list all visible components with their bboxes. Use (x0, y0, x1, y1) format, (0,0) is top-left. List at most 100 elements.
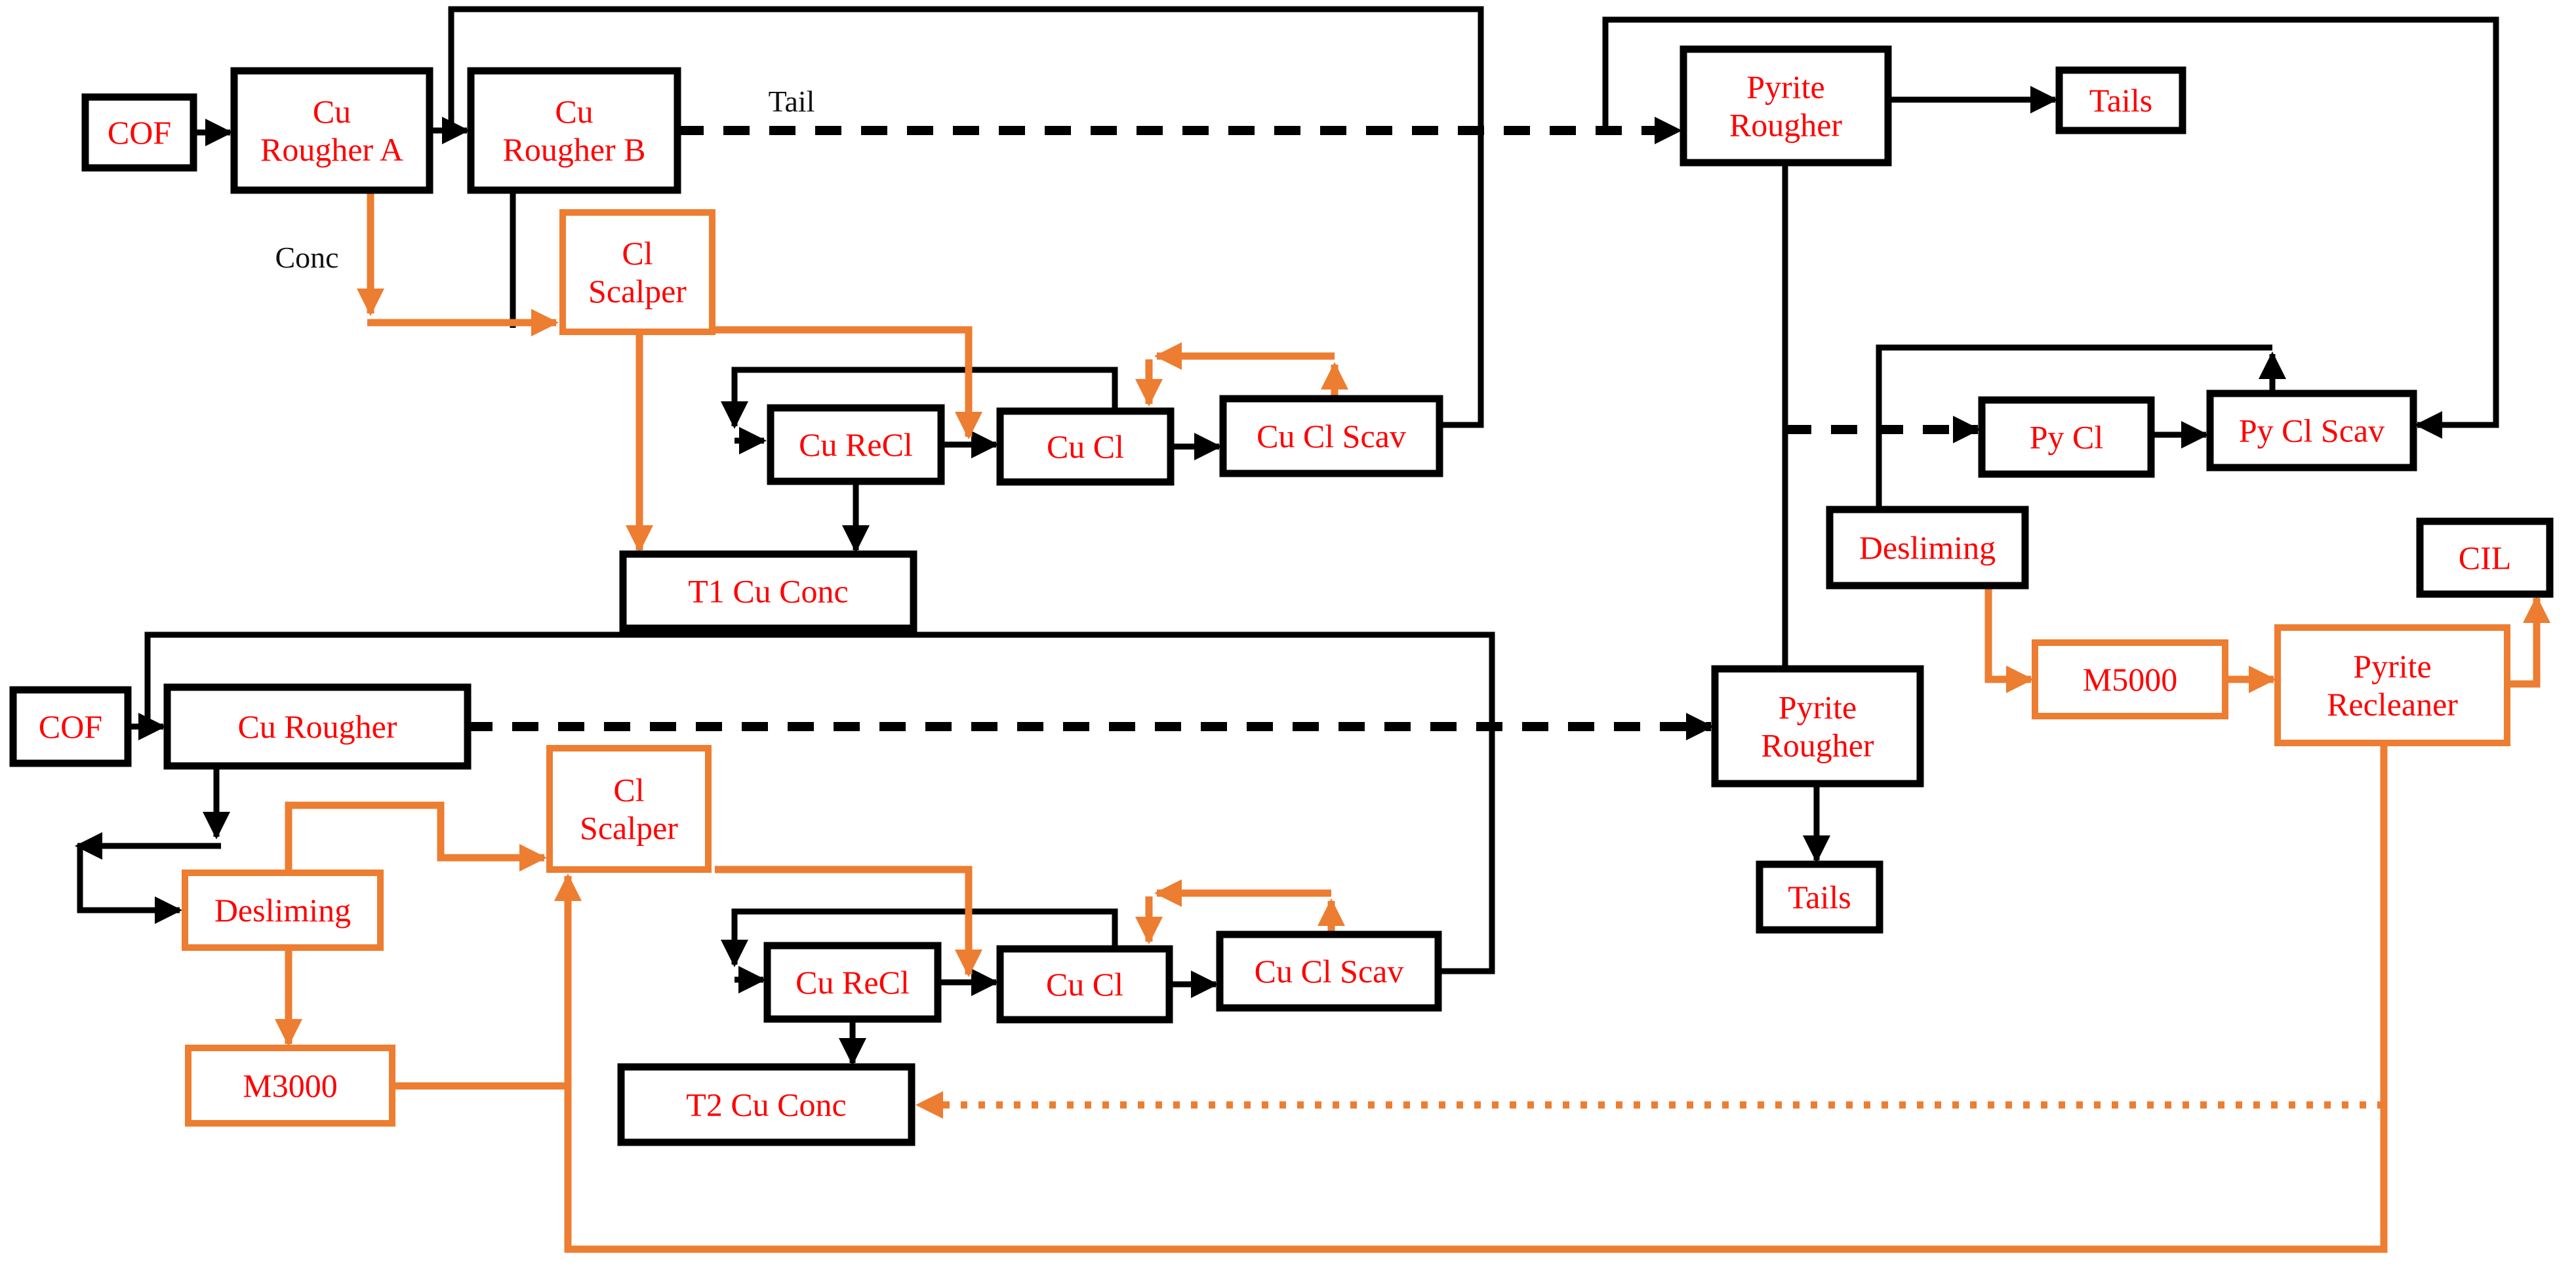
edge-cl-scalper2-right-drop (715, 866, 982, 977)
node-label-cof-2: COF (39, 708, 102, 745)
node-box-cu-recl-1 (767, 404, 945, 485)
edge-desliming1-to-m5000 (1984, 586, 2034, 693)
node-label-cl-scalper-2-line1: Cl (613, 772, 644, 809)
node-label-m3000: M3000 (243, 1068, 337, 1104)
node-label-cu-recl-2: Cu ReCl (795, 964, 910, 1001)
node-box-pyrite-recleaner (2274, 624, 2510, 746)
node-label-cu-cl-2: Cu Cl (1046, 966, 1123, 1003)
node-label-m5000: M5000 (2083, 661, 2177, 698)
node-label-desliming-2: Desliming (214, 892, 351, 929)
node-box-py-cl (1978, 396, 2155, 478)
node-desliming-1: Desliming (1826, 506, 2029, 590)
edge-cu-cl-scav2-recycle-to-rougher2 (144, 631, 1495, 974)
edge-py-cl-scav-to-desliming1 (1876, 344, 2272, 510)
node-label-cil: CIL (2459, 540, 2512, 576)
node-label-py-cl: Py Cl (2030, 419, 2104, 456)
node-tails-2: Tails (1756, 860, 1883, 934)
node-label-tails-1: Tails (2089, 82, 2152, 119)
node-cil: CIL (2416, 517, 2554, 598)
node-box-pyrite-rougher-2 (1711, 665, 1924, 788)
node-label-pyrite-rougher-2-line2: Rougher (1761, 727, 1874, 764)
node-label-cl-scalper-1-line1: Cl (622, 235, 653, 271)
node-box-cu-recl-2 (763, 942, 942, 1023)
node-label-cu-cl-1: Cu Cl (1047, 428, 1124, 465)
node-label-cl-scalper-2-line2: Scalper (580, 810, 678, 847)
edge-pyrite-recleaner-to-cil (2507, 595, 2550, 688)
edges-layer (75, 6, 2550, 1253)
node-box-t2-cu-conc (617, 1063, 916, 1146)
node-label-pyrite-rougher-1-line1: Pyrite (1746, 69, 1824, 106)
node-cu-recl-1: Cu ReCl (767, 404, 945, 485)
annotation-tail-label: Tail (769, 85, 815, 118)
node-label-t1-cu-conc: T1 Cu Conc (688, 573, 848, 610)
edge-conc-to-desliming2 (77, 846, 182, 924)
node-box-cu-cl-scav-1 (1219, 395, 1443, 477)
node-py-cl-scav: Py Cl Scav (2206, 390, 2417, 471)
node-label-pyrite-recleaner-line1: Pyrite (2353, 648, 2431, 685)
edge-cu-cl1-loop-back (721, 367, 1118, 429)
edge-desliming2-to-cl-scalper2 (285, 801, 547, 873)
node-m5000: M5000 (2032, 639, 2228, 719)
node-label-pyrite-recleaner-line2: Recleaner (2327, 686, 2458, 723)
edge-cl-scalper1-right-drop (714, 326, 982, 439)
node-box-pyrite-rougher-1 (1680, 45, 1892, 167)
node-label-pyrite-rougher-2-line1: Pyrite (1779, 689, 1857, 726)
node-cu-cl-1: Cu Cl (996, 407, 1175, 486)
node-box-cof-2 (9, 686, 132, 767)
node-label-cu-rougher-b-line2: Rougher B (502, 131, 645, 168)
edge-cu-cl2-loop-back (721, 908, 1118, 967)
node-cu-cl-scav-2: Cu Cl Scav (1216, 931, 1442, 1012)
node-box-cl-scalper-1 (559, 209, 715, 335)
node-box-cu-rougher-2 (163, 683, 472, 770)
node-box-m5000 (2032, 639, 2228, 719)
node-tails-1: Tails (2055, 66, 2186, 134)
node-label-cof-1: COF (108, 114, 171, 151)
node-label-py-cl-scav: Py Cl Scav (2239, 412, 2385, 449)
edge-cu-cl-scav1-recycle-to-rougher-b (448, 6, 1484, 428)
edge-pyrite-recleaner-bottom-loop (554, 743, 2388, 1253)
node-box-tails-2 (1756, 860, 1883, 934)
node-label-cu-rougher-a-line2: Rougher A (260, 131, 403, 168)
node-label-desliming-1: Desliming (1859, 529, 1996, 566)
node-label-cu-recl-1: Cu ReCl (799, 426, 913, 463)
node-label-cu-cl-scav-2: Cu Cl Scav (1255, 953, 1404, 990)
node-box-cu-cl-2 (996, 945, 1173, 1024)
annotation-conc-label: Conc (275, 241, 338, 274)
node-label-cu-rougher-a-line1: Cu (313, 93, 351, 130)
edge-tail-frame-to-py-cl-scav (1602, 16, 2499, 439)
node-label-t2-cu-conc: T2 Cu Conc (686, 1087, 846, 1123)
node-cof-2: COF (9, 686, 132, 767)
node-box-desliming-2 (182, 870, 384, 951)
node-m3000: M3000 (185, 1045, 395, 1127)
node-py-cl: Py Cl (1978, 396, 2155, 478)
node-box-py-cl-scav (2206, 390, 2417, 471)
node-label-cu-cl-scav-1: Cu Cl Scav (1257, 418, 1406, 454)
node-label-tails-2: Tails (1788, 879, 1851, 915)
node-box-t1-cu-conc (619, 550, 917, 632)
node-label-pyrite-rougher-1-line2: Rougher (1729, 107, 1843, 144)
node-label-cu-rougher-2: Cu Rougher (237, 708, 397, 745)
node-t1-cu-conc: T1 Cu Conc (619, 550, 917, 632)
node-cu-recl-2: Cu ReCl (763, 942, 942, 1023)
node-box-cu-rougher-a (230, 67, 433, 194)
node-box-m3000 (185, 1045, 395, 1127)
node-label-cu-rougher-b-line1: Cu (555, 93, 593, 130)
node-box-tails-1 (2055, 66, 2186, 134)
node-t2-cu-conc: T2 Cu Conc (617, 1063, 916, 1146)
node-box-cl-scalper-2 (546, 745, 712, 873)
node-box-desliming-1 (1826, 506, 2029, 590)
node-cu-rougher-2: Cu Rougher (163, 683, 472, 770)
node-box-cof-1 (81, 93, 197, 172)
node-box-cu-rougher-b (467, 67, 681, 194)
node-label-cl-scalper-1-line2: Scalper (588, 273, 687, 310)
